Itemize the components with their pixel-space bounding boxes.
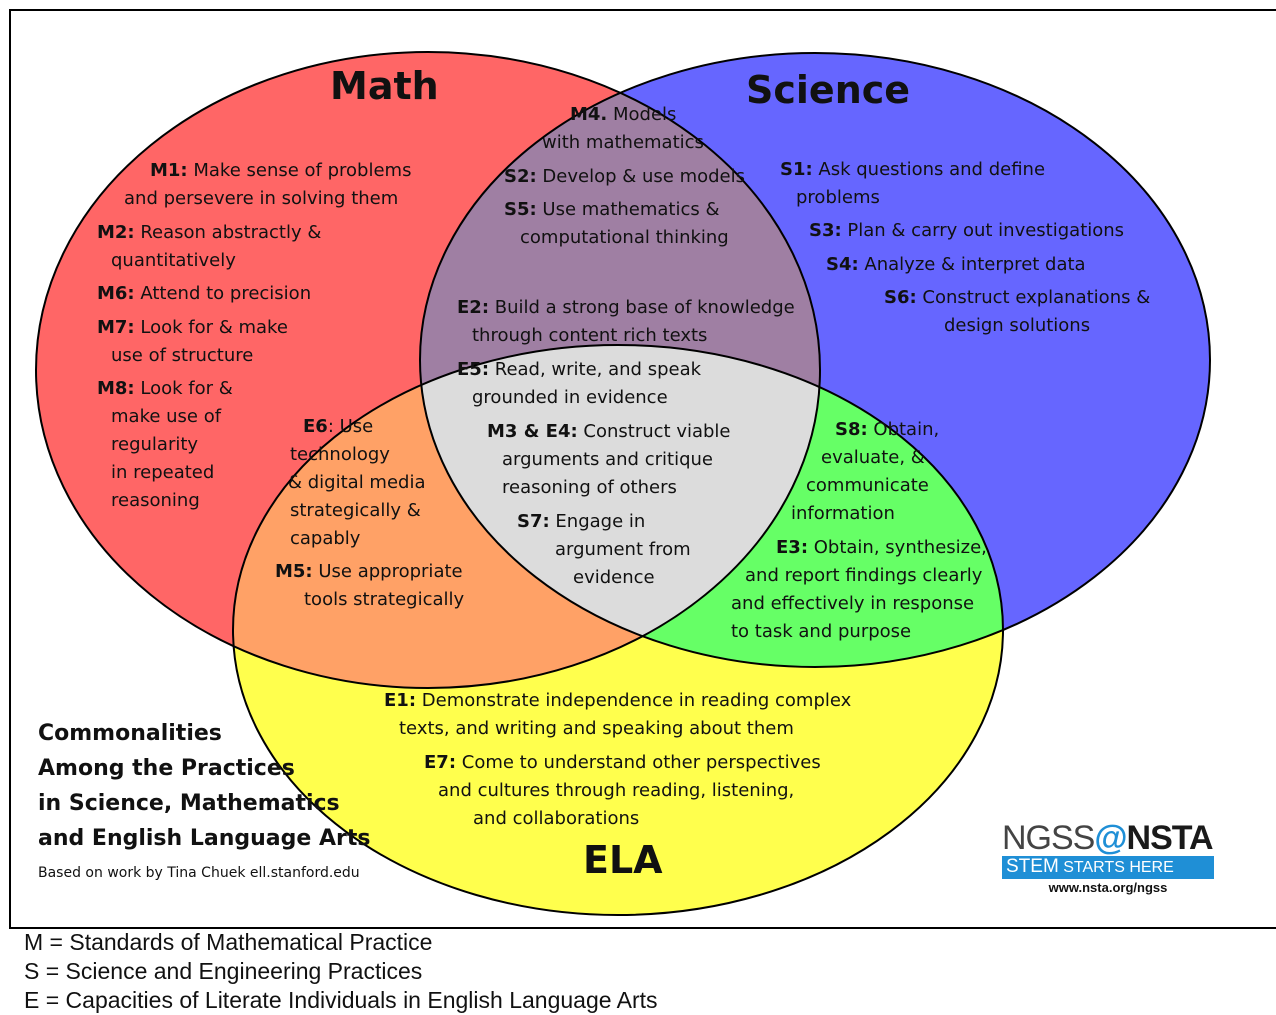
practice-code: M3 & E4:	[487, 421, 578, 442]
practice-line: evidence	[573, 567, 655, 588]
practice-line: and effectively in response	[731, 593, 975, 614]
practice-line: S3: Plan & carry out investigations	[809, 220, 1125, 241]
practice-code: E2:	[457, 297, 490, 318]
practice-line: through content rich texts	[472, 325, 708, 346]
practice-code: E1:	[384, 690, 417, 711]
ngss-nsta-logo: NGSS@NSTA STEM STARTS HERE www.nsta.org/…	[1002, 820, 1214, 895]
practice-line: grounded in evidence	[472, 387, 668, 408]
practice-line: design solutions	[944, 315, 1091, 336]
logo-tagline: STEM STARTS HERE	[1002, 856, 1214, 879]
practice-line: strategically &	[290, 500, 421, 521]
practice-line: E6: Use	[303, 416, 374, 437]
practice-line: regularity	[111, 434, 199, 455]
legend-item: M = Standards of Mathematical Practice	[24, 929, 433, 955]
practice-line: E5: Read, write, and speak	[457, 359, 702, 380]
practice-code: S1:	[780, 159, 813, 180]
caption-line: Among the Practices	[38, 756, 295, 781]
practice-code: M6:	[97, 283, 135, 304]
practice-line: make use of	[111, 406, 222, 427]
practice-code: M5:	[275, 561, 313, 582]
practice-code: S5:	[504, 199, 537, 220]
practice-code: E7:	[424, 752, 457, 773]
practice-line: and report findings clearly	[745, 565, 983, 586]
practice-line: use of structure	[111, 345, 254, 366]
practice-line: argument from	[555, 539, 691, 560]
ela-title: ELA	[583, 838, 663, 882]
caption-line: Commonalities	[38, 721, 222, 746]
practice-code: M4.	[570, 104, 608, 125]
practice-code: M2:	[97, 222, 135, 243]
practice-line: & digital media	[288, 472, 426, 493]
practice-line: quantitatively	[111, 250, 236, 271]
practice-line: S6: Construct explanations &	[884, 287, 1151, 308]
practice-code: M1:	[150, 160, 188, 181]
practice-code: E6	[303, 416, 328, 437]
legend-item: E = Capacities of Literate Individuals i…	[24, 987, 658, 1013]
practice-code: S4:	[826, 254, 859, 275]
practice-line: communicate	[806, 475, 929, 496]
logo-url: www.nsta.org/ngss	[1048, 880, 1168, 895]
practice-line: and persevere in solving them	[124, 188, 399, 209]
practice-line: M7: Look for & make	[97, 317, 288, 338]
practice-line: technology	[290, 444, 390, 465]
diagram-frame	[9, 9, 1276, 928]
practice-line: M1: Make sense of problems	[150, 160, 412, 181]
diagram-caption: Commonalities Among the Practices in Sci…	[38, 716, 370, 856]
legend: M = Standards of Mathematical Practice S…	[24, 928, 658, 1015]
practice-line: M6: Attend to precision	[97, 283, 312, 304]
frame-bottom-line	[9, 927, 1276, 929]
practice-line: S1: Ask questions and define	[780, 159, 1046, 180]
practice-line: M8: Look for &	[97, 378, 233, 399]
practice-line: information	[791, 503, 895, 524]
practice-code: M8:	[97, 378, 135, 399]
practice-line: M5: Use appropriate	[275, 561, 463, 582]
practice-line: problems	[796, 187, 880, 208]
practice-line: computational thinking	[520, 227, 729, 248]
practice-code: E5:	[457, 359, 490, 380]
practice-line: tools strategically	[304, 589, 465, 610]
practice-code: S6:	[884, 287, 917, 308]
practice-line: E3: Obtain, synthesize,	[776, 537, 987, 558]
legend-item: S = Science and Engineering Practices	[24, 958, 423, 984]
practice-line: texts, and writing and speaking about th…	[399, 718, 794, 739]
practice-line: and collaborations	[473, 808, 640, 829]
math-title: Math	[330, 64, 439, 108]
practice-line: S7: Engage in	[517, 511, 646, 532]
practice-line: reasoning	[111, 490, 200, 511]
practice-line: S2: Develop & use models	[504, 166, 745, 187]
practice-line: S5: Use mathematics &	[504, 199, 720, 220]
caption-line: and English Language Arts	[38, 826, 371, 851]
practice-line: E1: Demonstrate independence in reading …	[384, 690, 852, 711]
practice-code: S7:	[517, 511, 550, 532]
practice-line: M2: Reason abstractly &	[97, 222, 322, 243]
practice-line: in repeated	[111, 462, 215, 483]
practice-line: M3 & E4: Construct viable	[487, 421, 731, 442]
practice-code: S3:	[809, 220, 842, 241]
practice-code: S8:	[835, 419, 868, 440]
credit-text: Based on work by Tina Chuek ell.stanford…	[38, 865, 360, 881]
practice-line: S8: Obtain,	[835, 419, 940, 440]
practice-code: S2:	[504, 166, 537, 187]
practice-line: with mathematics	[542, 132, 704, 153]
practice-code: E3:	[776, 537, 809, 558]
science-title: Science	[746, 68, 911, 112]
practice-line: evaluate, &	[821, 447, 925, 468]
practice-line: M4. Models	[570, 104, 677, 125]
practice-line: to task and purpose	[731, 621, 912, 642]
practice-line: S4: Analyze & interpret data	[826, 254, 1086, 275]
practice-line: E2: Build a strong base of knowledge	[457, 297, 795, 318]
practice-code: M7:	[97, 317, 135, 338]
logo-wordmark: NGSS@NSTA	[1002, 819, 1214, 857]
practice-line: E7: Come to understand other perspective…	[424, 752, 821, 773]
practice-line: capably	[290, 528, 361, 549]
practice-line: arguments and critique	[502, 449, 713, 470]
frame-corner-line	[1213, 9, 1276, 11]
practice-line: and cultures through reading, listening,	[438, 780, 795, 801]
practice-line: reasoning of others	[502, 477, 677, 498]
caption-line: in Science, Mathematics	[38, 791, 340, 816]
